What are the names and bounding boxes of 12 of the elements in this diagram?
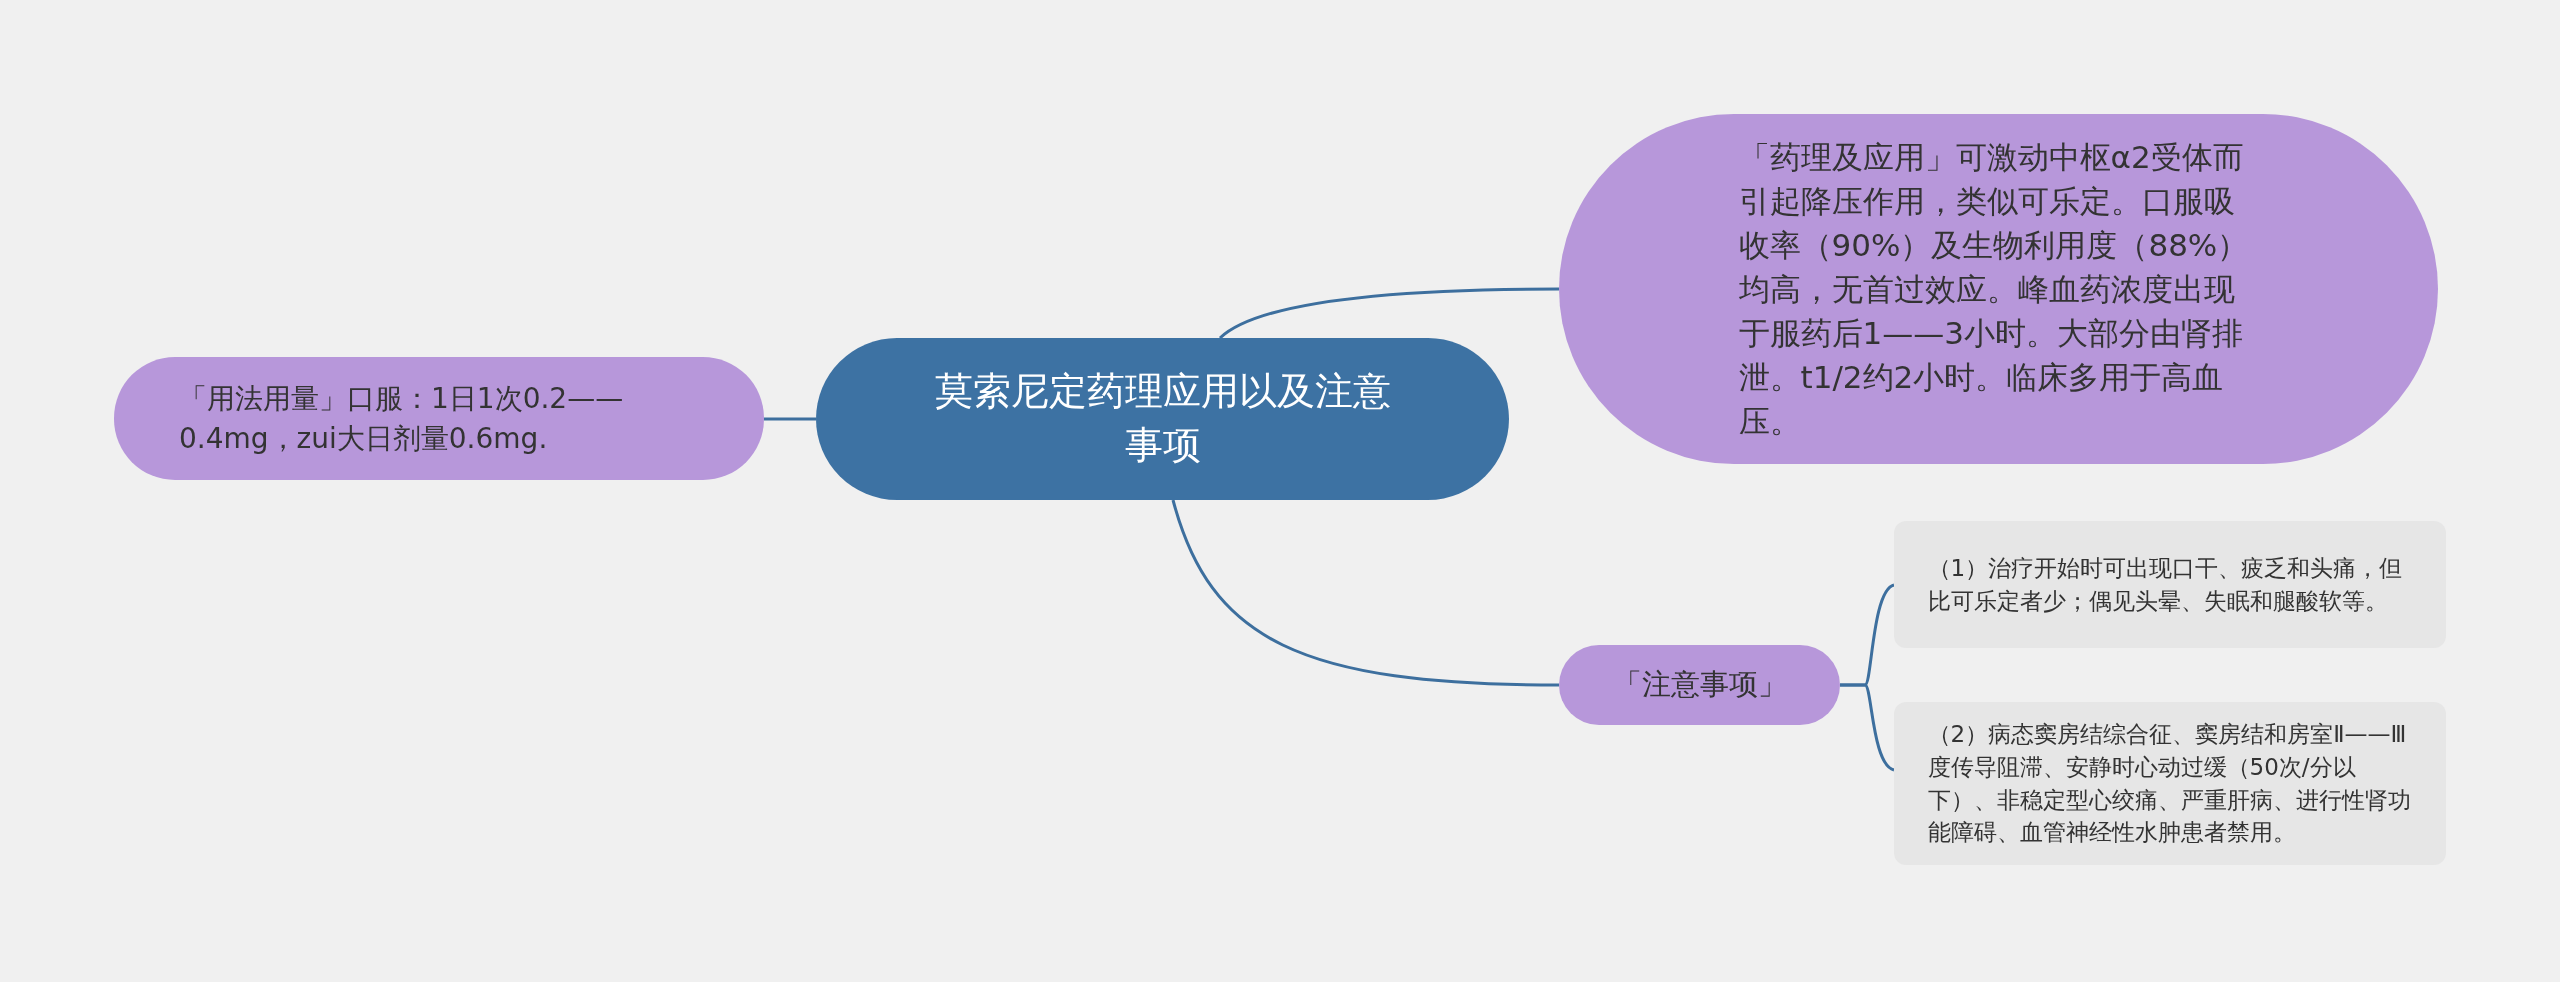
node-text: （2）病态窦房结综合征、窦房结和房室Ⅱ——Ⅲ度传导阻滞、安静时心动过缓（50次/分以下）、非稳定型心绞痛、严重肝病、进行性肾功能障碍、血管神经性水肿患者禁用。 bbox=[1927, 720, 2412, 848]
connector-line bbox=[1171, 499, 1560, 687]
note-box bbox=[1894, 521, 2446, 648]
node-text: 「用法用量」口服：1日1次0.2——0.4mg，zui大日剂量0.6mg. bbox=[179, 380, 625, 457]
connector-line bbox=[1840, 683, 1895, 772]
note-box bbox=[1894, 702, 2446, 865]
node-text: 莫索尼定药理应用以及注意事项 bbox=[933, 368, 1392, 469]
connector-line bbox=[1219, 287, 1559, 340]
node-text: （1）治疗开始时可出现口干、疲乏和头痛，但比可乐定者少；偶见头晕、失眠和腿酸软等。 bbox=[1927, 553, 2404, 616]
connector-line bbox=[764, 417, 816, 421]
node-text: 「药理及应用」可激动中枢α2受体而引起降压作用，类似可乐定。口服吸收率（90%）及生物利用度（88%）均高，无首过效应。峰血药浓度出现于服药后1——3小时。大部分由肾排泄。t1/2约2小时。临床多用于高血压。 bbox=[1738, 137, 2250, 442]
node-text: 「注意事项」 bbox=[1611, 666, 1788, 704]
